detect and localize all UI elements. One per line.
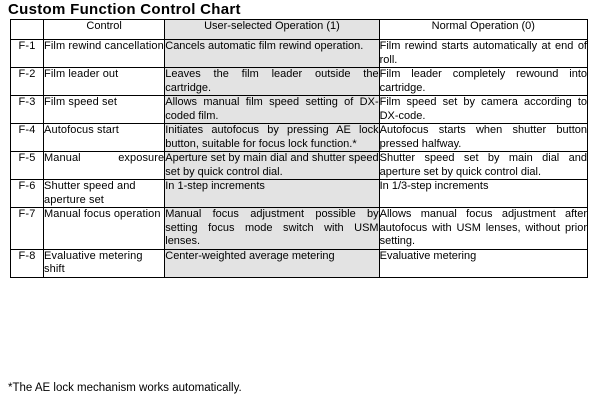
row-id-f4: F-4 [9,123,45,152]
row-id-f3: F-3 [9,95,45,124]
column-header-user-selected: User-selected Operation (1) [164,19,380,40]
row-control-f1: Film rewind cancellation [43,39,166,68]
row-id-f7: F-7 [9,207,45,250]
row-control-f7: Manual focus operation [43,207,166,250]
page-title: Custom Function Control Chart [8,1,241,18]
row-user-selected-f1: Cancels automatic film rewind operation. [164,39,380,68]
row-normal-f5: Shutter speed set by main dial and apert… [378,151,589,180]
row-id-f6: F-6 [9,179,45,208]
row-user-selected-f4: Initiates autofocus by pressing AE lock … [164,123,380,152]
column-header-control: Control [43,19,166,40]
row-id-f5: F-5 [9,151,45,180]
row-id-f1: F-1 [9,39,45,68]
table-header: Control User-selected Operation (1) Norm… [9,19,589,40]
table-row: F-8 Evaluative metering shift Center-wei… [9,248,589,278]
row-normal-f7: Allows manual focus adjustment after aut… [378,207,589,250]
row-id-f8: F-8 [9,248,45,278]
table-header-row: Control User-selected Operation (1) Norm… [9,19,589,40]
table-row: F-2 Film leader out Leaves the film lead… [9,67,589,96]
row-user-selected-f5: Aperture set by main dial and shutter sp… [164,151,380,180]
table-row: F-5 Manual exposure Aperture set by main… [9,151,589,180]
row-user-selected-f8: Center-weighted average metering [164,248,380,278]
custom-function-table: Control User-selected Operation (1) Norm… [9,19,589,278]
row-user-selected-f2: Leaves the film leader outside the cartr… [164,67,380,96]
row-control-f2: Film leader out [43,67,166,96]
row-normal-f4: Autofocus starts when shutter button pre… [378,123,589,152]
row-control-f5: Manual exposure [43,151,166,180]
row-normal-f2: Film leader completely rewound into cart… [378,67,589,96]
table-row: F-4 Autofocus start Initiates autofocus … [9,123,589,152]
row-user-selected-f6: In 1-step increments [164,179,380,208]
table-body: F-1 Film rewind cancellation Cancels aut… [9,39,589,278]
row-user-selected-f3: Allows manual film speed setting of DX-c… [164,95,380,124]
row-normal-f8: Evaluative metering [378,248,589,278]
row-id-f2: F-2 [9,67,45,96]
footnote: *The AE lock mechanism works automatical… [8,382,242,394]
column-header-id [9,19,45,40]
column-header-normal: Normal Operation (0) [378,19,589,40]
table-row: F-6 Shutter speed and aperture set In 1-… [9,179,589,208]
row-control-f3: Film speed set [43,95,166,124]
row-user-selected-f7: Manual focus adjustment possible by sett… [164,207,380,250]
row-normal-f3: Film speed set by camera according to DX… [378,95,589,124]
table-row: F-1 Film rewind cancellation Cancels aut… [9,39,589,68]
row-normal-f1: Film rewind starts automatically at end … [378,39,589,68]
table-row: F-7 Manual focus operation Manual focus … [9,207,589,250]
table-row: F-3 Film speed set Allows manual film sp… [9,95,589,124]
row-control-f8: Evaluative metering shift [43,248,166,278]
row-control-f6: Shutter speed and aperture set [43,179,166,208]
row-normal-f6: In 1/3-step increments [378,179,589,208]
row-control-f4: Autofocus start [43,123,166,152]
